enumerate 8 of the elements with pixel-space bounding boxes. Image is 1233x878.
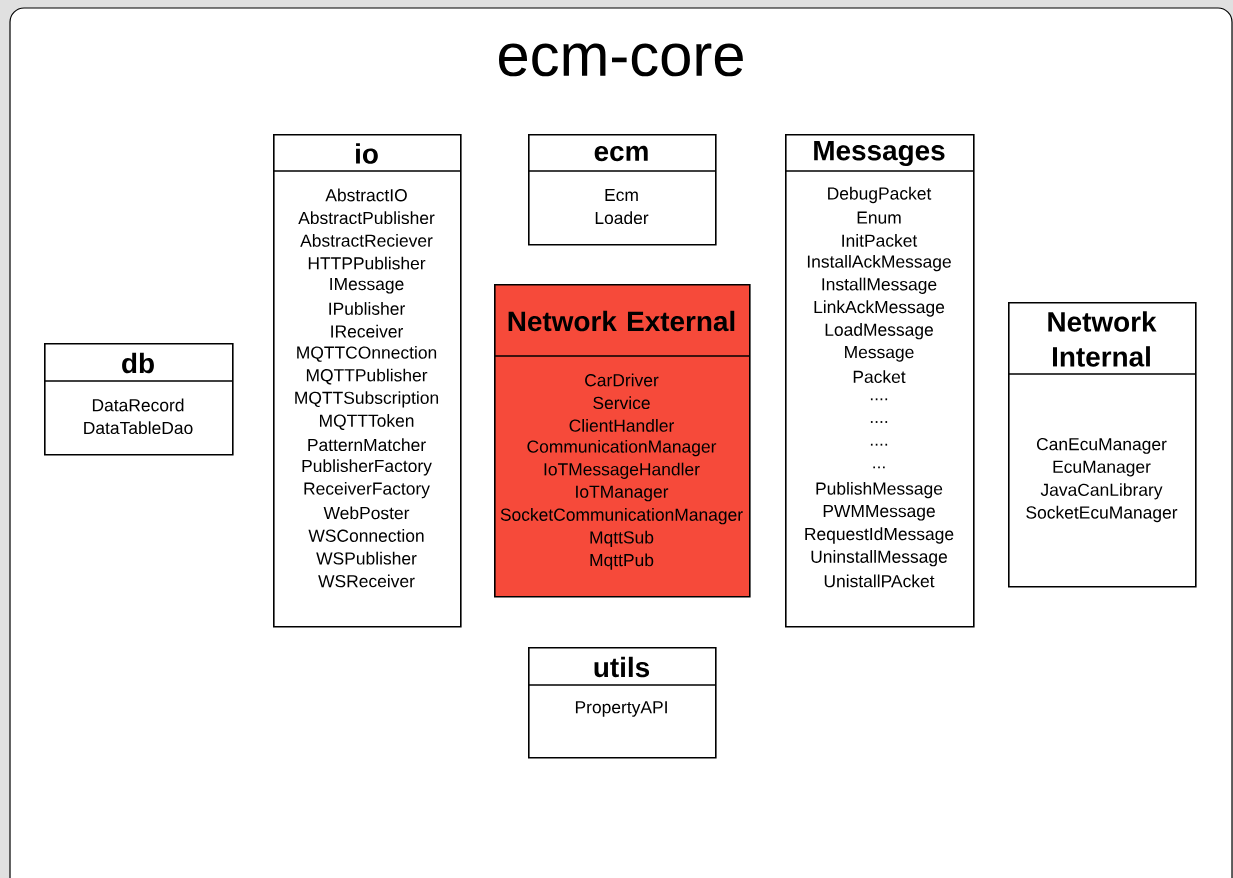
package-box: ecm Ecm Loader xyxy=(527,134,717,246)
package-box: Network Internal CanEcuManager EcuManager JavaCanLibrary SocketEcuManager xyxy=(1007,302,1197,588)
package-box: db DataRecord DataTableDao xyxy=(43,343,234,456)
package-box: io AbstractIO AbstractPublisher AbstractReciever HTTPPublisher IMessage IPublisher IReceiver MQTTCOnnection MQTTPublisher MQTTSubscription MQTTToken PatternMatcher PublisherFactory ReceiverFactory WebPoster WSConnection WSPublisher WSReceiver xyxy=(272,134,462,628)
diagram-title: ecm-core xyxy=(499,43,743,77)
package-box: Messages DebugPacket Enum InitPacket InstallAckMessage InstallMessage LinkAckMessage LoadMessage Message Packet .... .... .... ... PublishMessage PWMMessage RequestIdMessage UninstallMessage UnistallPAcket xyxy=(784,134,975,628)
package-box: utils PropertyAPI xyxy=(527,647,717,759)
package-box: Network External CarDriver Service ClientHandler CommunicationManager IoTMessageHandler IoTManager SocketCommunicationManager MqttSub MqttPub xyxy=(493,284,751,598)
